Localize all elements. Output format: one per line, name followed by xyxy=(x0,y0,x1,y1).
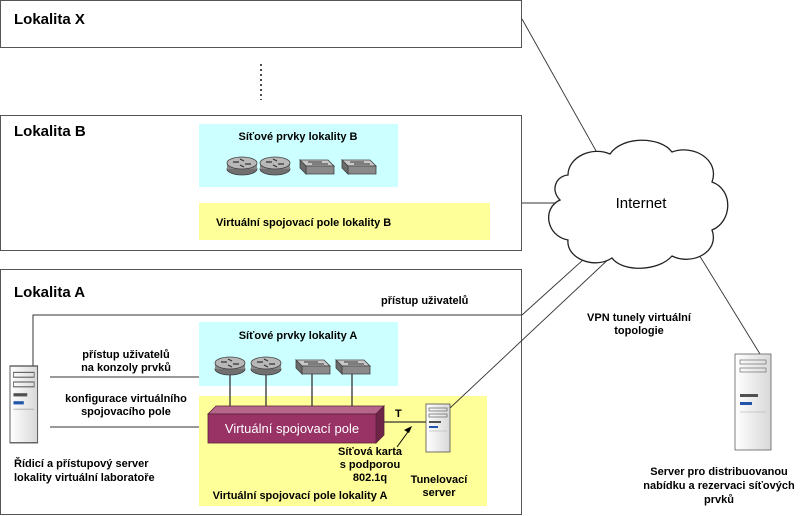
router-icon xyxy=(226,156,258,176)
distribution-server-icon xyxy=(734,353,772,451)
network-card-label-2: s podporou xyxy=(340,459,401,471)
vpn-tunnel-link xyxy=(449,253,615,409)
control-server-label-2: lokality virtuální laboratoře xyxy=(14,472,155,484)
dist-server-label-1: Server pro distribuovanou xyxy=(650,466,788,478)
arrow-head xyxy=(404,426,412,433)
site-b-network-panel xyxy=(199,124,398,187)
internet-cloud xyxy=(548,139,729,269)
site-b-network-label: Síťové prvky lokality B xyxy=(239,131,358,143)
virtual-patch-box xyxy=(207,405,385,444)
console-access-label-1: přístup uživatelů xyxy=(82,349,169,361)
user-access-label: přístup uživatelů xyxy=(381,295,468,307)
router-icon xyxy=(250,356,282,376)
tunnel-server-icon xyxy=(425,403,451,453)
control-server-label-1: Řídicí a přístupový server xyxy=(14,457,149,470)
internet-label: Internet xyxy=(616,195,668,212)
virtual-patch-box-label: Virtuální spojovací pole xyxy=(225,421,359,436)
site-a-title: Lokalita A xyxy=(14,284,85,301)
user-access-line xyxy=(32,314,522,366)
site-x-internet-link xyxy=(521,18,601,159)
console-access-label-2: na konzoly prvků xyxy=(81,362,171,374)
site-x-title: Lokalita X xyxy=(14,11,85,28)
dist-server-label-2: nabídku a rezervaci síťových xyxy=(643,480,795,492)
switch-icon xyxy=(341,159,377,175)
vpn-label-2: topologie xyxy=(614,325,664,337)
config-label-2: spojovacího pole xyxy=(81,406,171,418)
site-a-network-label: Síťové prvky lokality A xyxy=(239,330,358,342)
vpn-label-1: VPN tunely virtuální xyxy=(587,312,692,324)
config-label-1: konfigurace virtuálního xyxy=(65,393,187,405)
dist-server-label-3: prvků xyxy=(704,494,734,506)
dist-server-internet-link xyxy=(692,244,761,355)
site-b-title: Lokalita B xyxy=(14,123,86,140)
site-b-patch-panel xyxy=(199,203,490,240)
control-server-icon xyxy=(9,365,39,444)
site-b-patch-label: Virtuální spojovací pole lokality B xyxy=(216,217,391,229)
site-x-box xyxy=(0,0,522,48)
switch-icon xyxy=(295,359,331,375)
switch-icon xyxy=(335,359,371,375)
tunnel-server-label-2: server xyxy=(422,487,456,499)
site-a-patch-label: Virtuální spojovací pole lokality A xyxy=(213,490,388,502)
switch-icon xyxy=(299,159,335,175)
trunk-port-label: T xyxy=(395,408,402,420)
router-icon xyxy=(259,156,291,176)
tunnel-server-label-1: Tunelovací xyxy=(411,474,469,486)
user-access-internet-link xyxy=(521,249,595,316)
router-icon xyxy=(214,356,246,376)
network-card-label-1: Síťová karta xyxy=(338,446,403,458)
network-card-label-3: 802.1q xyxy=(353,472,387,484)
